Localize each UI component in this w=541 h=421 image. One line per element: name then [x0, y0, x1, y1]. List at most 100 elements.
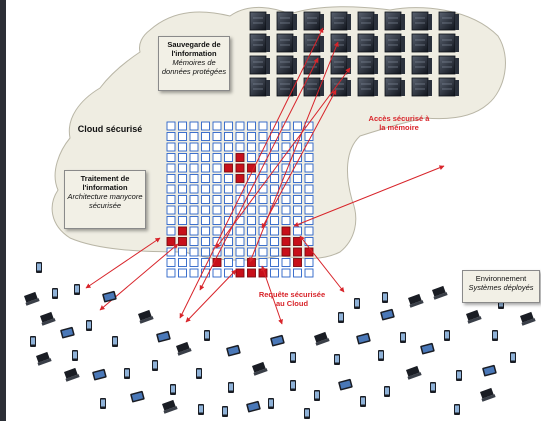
storage-subtitle: Mémoires de données protégées [161, 58, 227, 76]
phone-icon [198, 404, 204, 415]
core-cell [189, 163, 199, 173]
server-icon [357, 33, 378, 53]
core-cell [212, 268, 222, 278]
core-cell [189, 226, 199, 236]
core-cell [235, 132, 245, 141]
server-icon [357, 77, 378, 97]
phone-icon [354, 298, 360, 309]
core-cell [224, 247, 233, 257]
core-cell [224, 174, 233, 183]
tablet-icon [92, 368, 107, 381]
laptop-icon [36, 351, 52, 366]
core-cell [235, 237, 245, 246]
core-cell [201, 132, 210, 141]
core-cell [201, 216, 210, 225]
laptop-icon [176, 341, 192, 356]
laptop-icon [520, 311, 536, 326]
core-cell [178, 216, 187, 225]
core-cell [247, 216, 256, 225]
server-icon [438, 77, 459, 97]
active-core [224, 163, 233, 173]
core-cell [235, 226, 245, 236]
core-cell [189, 237, 199, 246]
core-cell [166, 205, 176, 215]
phone-icon [204, 330, 210, 341]
core-cell [235, 121, 245, 131]
core-cell [224, 258, 233, 267]
core-cell [224, 132, 233, 141]
server-icon [438, 55, 459, 75]
core-cell [224, 268, 233, 278]
server-icon [276, 33, 297, 53]
core-cell [235, 258, 245, 267]
core-cell [304, 184, 314, 194]
server-icon [411, 11, 432, 31]
core-cell [212, 237, 222, 246]
core-cell [258, 205, 268, 215]
core-cell [189, 153, 199, 162]
tablet-icon [156, 330, 171, 343]
core-cell [258, 247, 268, 257]
core-cell [212, 216, 222, 225]
server-icon [384, 77, 405, 97]
core-cell [293, 121, 302, 131]
core-cell [178, 247, 187, 257]
laptop-icon [138, 309, 154, 324]
active-core [281, 237, 291, 246]
server-icon [411, 55, 432, 75]
core-cell [270, 247, 279, 257]
storage-info-box: Sauvegarde de l'information Mémoires de … [158, 36, 230, 91]
core-cell [304, 174, 314, 183]
core-cell [270, 226, 279, 236]
phone-icon [338, 312, 344, 323]
server-icon [357, 11, 378, 31]
core-cell [235, 142, 245, 152]
window-frame [0, 0, 6, 421]
core-cell [293, 268, 302, 278]
core-cell [189, 184, 199, 194]
core-cell [224, 195, 233, 204]
core-cell [270, 237, 279, 246]
core-cell [178, 184, 187, 194]
tablet-icon [420, 342, 435, 355]
core-cell [201, 226, 210, 236]
phone-icon [72, 350, 78, 361]
core-cell [281, 132, 291, 141]
active-core [281, 247, 291, 257]
connection-arrow [299, 235, 345, 293]
core-cell [189, 247, 199, 257]
deployed-devices [24, 262, 536, 419]
phone-icon [222, 406, 228, 417]
core-cell [293, 226, 302, 236]
core-cell [235, 184, 245, 194]
phone-icon [304, 408, 310, 419]
core-cell [281, 205, 291, 215]
laptop-icon [408, 293, 424, 308]
active-core [235, 174, 245, 183]
active-core [293, 258, 302, 267]
core-cell [258, 237, 268, 246]
core-cell [201, 142, 210, 152]
laptop-icon [24, 291, 40, 306]
active-core [178, 237, 187, 246]
core-cell [281, 195, 291, 204]
core-cell [247, 153, 256, 162]
phone-icon [112, 336, 118, 347]
core-cell [247, 226, 256, 236]
core-cell [212, 153, 222, 162]
core-cell [166, 121, 176, 131]
phone-icon [382, 292, 388, 303]
tablet-icon [102, 290, 117, 303]
server-icon [330, 33, 351, 53]
connection-arrow [293, 165, 445, 227]
core-cell [201, 153, 210, 162]
connection-arrow [261, 89, 337, 229]
core-cell [166, 226, 176, 236]
core-cell [178, 258, 187, 267]
core-cell [178, 205, 187, 215]
active-core [178, 226, 187, 236]
processing-title: Traitement de l'information [80, 174, 130, 192]
tablet-icon [60, 326, 75, 339]
core-cell [189, 268, 199, 278]
core-cell [166, 268, 176, 278]
